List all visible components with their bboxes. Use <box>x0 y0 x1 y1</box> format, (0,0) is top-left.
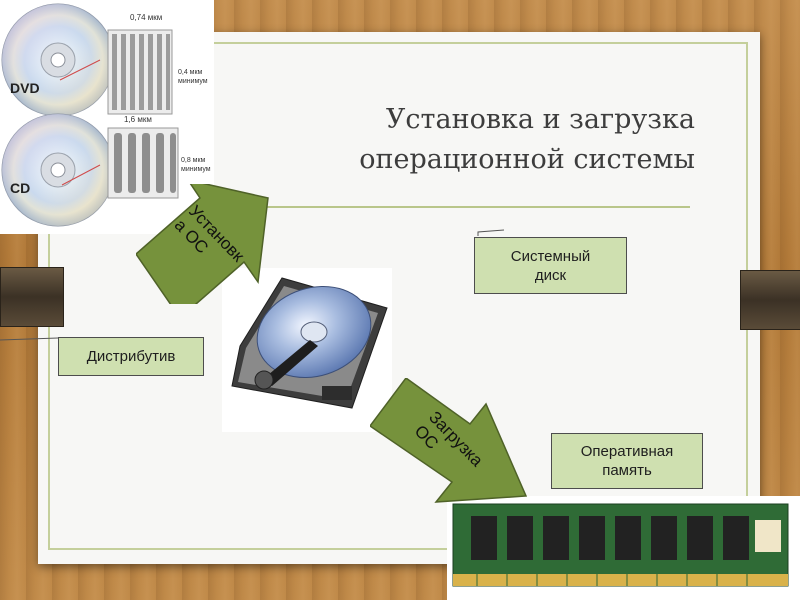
hard-disk-image <box>222 268 392 432</box>
title-underline <box>230 206 690 208</box>
cd-pits-icon <box>61 127 179 199</box>
ram-label-2: память <box>602 462 652 479</box>
dvd-disc-icon <box>1 3 115 117</box>
ram-module-image <box>447 496 800 600</box>
ram-icon <box>452 503 789 587</box>
title-line-1: Установка и загрузка <box>385 104 695 135</box>
dvd-pit-min-label: 0,4 мкм <box>178 69 203 76</box>
install-arrow: Установк а ОС <box>136 184 270 304</box>
distributive-label: Дистрибутив <box>86 348 176 365</box>
cd-pitch-label: 1,6 мкм <box>124 115 152 124</box>
slide-title: Установка и загрузка операционной систем… <box>300 100 695 180</box>
ram-label-1: Оперативная <box>580 443 674 460</box>
title-line-2: операционной системы <box>359 144 695 175</box>
cd-dvd-image: DVD CD 0,74 мкм 0,4 мкм минимум 1,6 мкм … <box>0 0 214 234</box>
boot-arrow: Загрузка ОС <box>370 378 530 508</box>
dvd-pit-sub-label: минимум <box>178 78 208 85</box>
ram-box: Оперативная память <box>551 433 703 489</box>
system-disk-box: Системный диск <box>474 237 627 294</box>
dvd-label: DVD <box>10 80 40 96</box>
dvd-pits-icon <box>59 29 173 115</box>
system-disk-label-2: диск <box>534 266 567 284</box>
binder-clip-left <box>0 267 64 327</box>
dvd-pitch-label: 0,74 мкм <box>130 13 162 22</box>
binder-clip-right <box>740 270 800 330</box>
hdd-icon <box>231 277 388 409</box>
cd-label: CD <box>10 180 30 196</box>
cd-pit-min-label: 0,8 мкм <box>181 157 206 164</box>
cd-pit-sub-label: минимум <box>181 166 211 173</box>
system-disk-label-1: Системный <box>510 247 591 265</box>
distributive-box: Дистрибутив <box>58 337 204 376</box>
